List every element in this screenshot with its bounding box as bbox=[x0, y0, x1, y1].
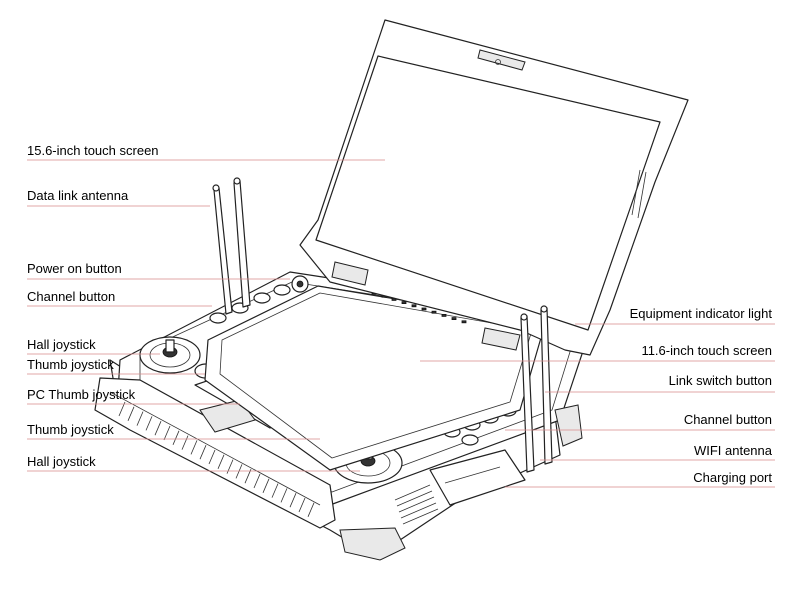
handle-grip-rib bbox=[127, 406, 135, 421]
handle-grip-rib bbox=[172, 430, 180, 445]
label-channel-button-right: Channel button bbox=[684, 412, 772, 427]
label-pc-thumb-joystick: PC Thumb joystick bbox=[27, 387, 136, 402]
indicator-dot bbox=[411, 304, 417, 308]
label-link-switch-button: Link switch button bbox=[669, 373, 772, 388]
handle-grip-rib bbox=[217, 454, 225, 469]
indicator-dot bbox=[461, 320, 467, 324]
indicator-dot bbox=[421, 307, 427, 311]
label-charging-port: Charging port bbox=[693, 470, 772, 485]
handle-grip-rib bbox=[271, 483, 279, 498]
channel-button-left bbox=[253, 292, 271, 304]
power-icon bbox=[296, 280, 304, 288]
indicator-dot bbox=[401, 301, 407, 305]
small-touch-screen bbox=[219, 292, 533, 459]
labels-left: 15.6-inch touch screen Data link antenna… bbox=[27, 143, 159, 469]
large-touch-screen-display bbox=[315, 55, 661, 331]
label-hall-joystick-lower: Hall joystick bbox=[27, 454, 96, 469]
label-thumb-joystick-lower: Thumb joystick bbox=[27, 422, 114, 437]
handle-grip-rib bbox=[208, 449, 216, 465]
label-thumb-joystick-upper: Thumb joystick bbox=[27, 357, 114, 372]
handle-grip-rib bbox=[136, 411, 144, 426]
label-15-6-inch-touch-screen: 15.6-inch touch screen bbox=[27, 143, 159, 158]
channel-button-left bbox=[209, 312, 227, 324]
label-equipment-indicator-light: Equipment indicator light bbox=[630, 306, 773, 321]
small-touch-screen-bezel bbox=[204, 285, 546, 471]
handle-grip-rib bbox=[154, 421, 162, 436]
channel-button-left bbox=[273, 284, 291, 296]
indicator-dot bbox=[441, 313, 447, 317]
screen-lid bbox=[299, 19, 689, 356]
handle-grip-rib bbox=[163, 425, 171, 441]
handle-grip-rib bbox=[181, 435, 189, 450]
label-11-6-inch-touch-screen: 11.6-inch touch screen bbox=[641, 343, 772, 358]
channel-button-right bbox=[461, 434, 479, 446]
handle-grip-rib bbox=[280, 488, 288, 503]
handle-grip-rib bbox=[244, 469, 252, 484]
data-link-antenna bbox=[212, 177, 251, 315]
indicator-dot bbox=[431, 310, 437, 314]
wifi-antenna bbox=[520, 305, 553, 473]
indicator-dot bbox=[451, 317, 457, 321]
hinge-right bbox=[481, 327, 521, 351]
label-power-on-button: Power on button bbox=[27, 261, 122, 276]
labels-right: Equipment indicator light 11.6-inch touc… bbox=[630, 306, 773, 485]
label-hall-joystick-upper: Hall joystick bbox=[27, 337, 96, 352]
handle-grip-rib bbox=[145, 416, 153, 431]
charging-port-door bbox=[429, 449, 526, 506]
handle-grip-rib bbox=[298, 497, 306, 513]
button-row-left bbox=[209, 284, 291, 324]
carry-handle bbox=[94, 377, 336, 529]
handle-grip-rib bbox=[190, 440, 198, 455]
handle-grip-rib bbox=[262, 478, 270, 493]
handle-grip-rib bbox=[253, 473, 261, 489]
label-channel-button-left: Channel button bbox=[27, 289, 115, 304]
label-data-link-antenna: Data link antenna bbox=[27, 188, 129, 203]
handle-grip-rib bbox=[307, 502, 315, 517]
handle-grip-rib bbox=[199, 445, 207, 460]
leader-lines bbox=[27, 159, 775, 488]
label-wifi-antenna: WIFI antenna bbox=[694, 443, 773, 458]
handle-grip-rib bbox=[289, 493, 297, 508]
hinge-left bbox=[331, 261, 369, 286]
